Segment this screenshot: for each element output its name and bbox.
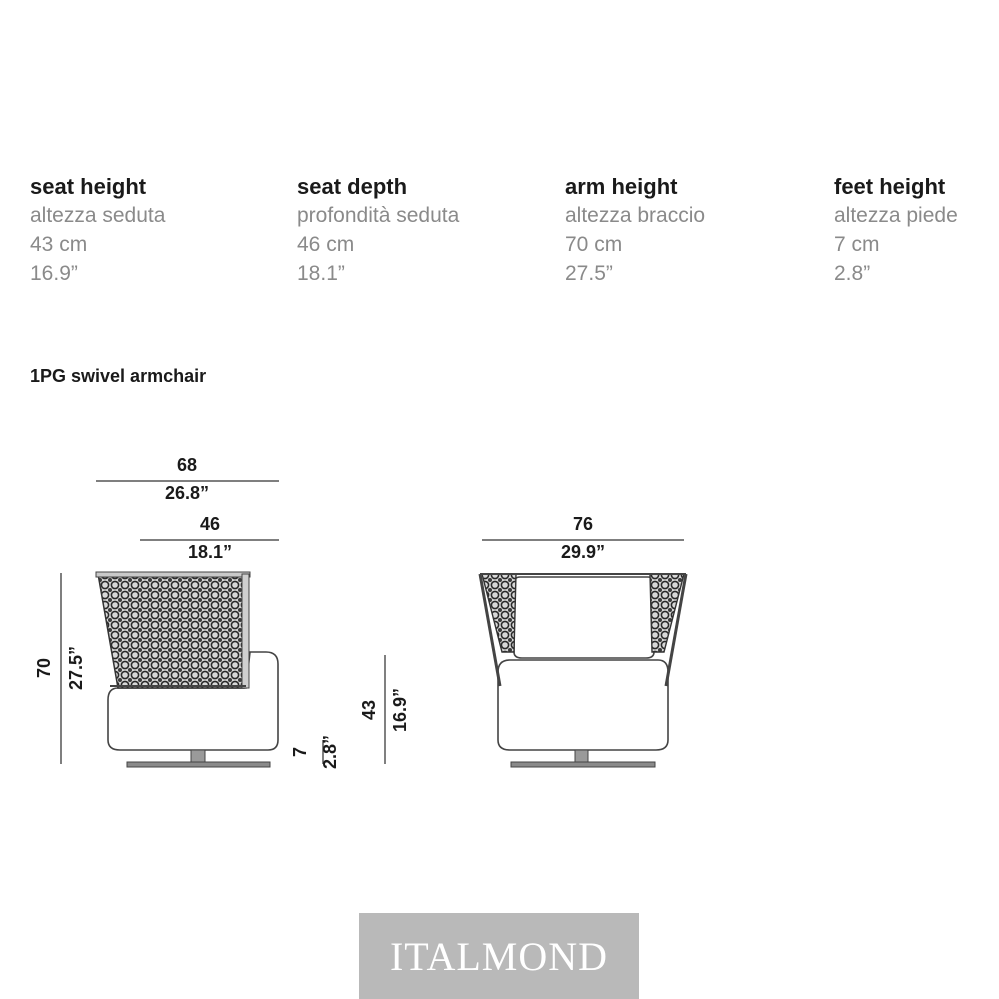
spec-label-it: altezza braccio — [565, 204, 706, 227]
spec-value-in: 27.5” — [565, 262, 613, 285]
spec-label-it: profondità seduta — [297, 204, 460, 227]
side-frame-post — [241, 573, 250, 689]
front-swivel-stem — [574, 749, 589, 763]
brand-logo: ITALMOND — [359, 913, 639, 999]
side-depth-cm: 68 — [177, 455, 197, 475]
side-height-in: 27.5” — [66, 646, 86, 690]
spec-value-in: 18.1” — [297, 262, 345, 285]
spec-label-it: altezza piede — [834, 204, 958, 227]
side-feet-cm: 7 — [290, 747, 310, 757]
front-width-in: 29.9” — [561, 542, 605, 562]
front-view: 43 16.9” 76 29.9” — [359, 514, 688, 768]
spec-value-in: 2.8” — [834, 262, 871, 285]
side-height-cm: 70 — [34, 658, 54, 678]
front-width-cm: 76 — [573, 514, 593, 534]
spec-label-en: arm height — [565, 174, 678, 199]
spec-label-en: seat height — [30, 174, 147, 199]
front-back-cushion — [513, 576, 655, 659]
side-seat-depth-in: 18.1” — [188, 542, 232, 562]
spec-label-en: feet height — [834, 174, 946, 199]
front-left-leg — [478, 573, 502, 687]
spec-seat-depth: seat depth profondità seduta 46 cm 18.1” — [297, 172, 557, 288]
spec-label-en: seat depth — [297, 174, 408, 199]
spec-value-cm: 46 cm — [297, 233, 355, 256]
spec-label-it: altezza seduta — [30, 204, 166, 227]
spec-value-cm: 43 cm — [30, 233, 88, 256]
product-title: 1PG swivel armchair — [30, 366, 207, 386]
side-depth-in: 26.8” — [165, 483, 209, 503]
side-feet-in: 2.8” — [320, 735, 340, 769]
side-view: 68 26.8” 46 18.1” 70 27.5” 7 2.8” — [34, 455, 340, 769]
front-right-leg — [664, 573, 688, 687]
front-base-plate — [510, 761, 656, 768]
spec-value-cm: 7 cm — [834, 233, 880, 256]
side-seat-depth-cm: 46 — [200, 514, 220, 534]
spec-value-in: 16.9” — [30, 262, 78, 285]
side-frame-top — [95, 571, 251, 578]
side-seat-cushion — [107, 651, 279, 751]
spec-feet-height: feet height altezza piede 7 cm 2.8” — [834, 172, 994, 288]
side-base-plate — [126, 761, 271, 768]
front-seat-height-in: 16.9” — [390, 688, 410, 732]
spec-arm-height: arm height altezza braccio 70 cm 27.5” — [565, 172, 825, 288]
front-seat-cushion — [497, 659, 669, 751]
front-seat-height-cm: 43 — [359, 700, 379, 720]
side-backrest-weave — [97, 573, 249, 689]
spec-value-cm: 70 cm — [565, 233, 623, 256]
spec-seat-height: seat height altezza seduta 43 cm 16.9” — [30, 172, 290, 288]
side-swivel-stem — [190, 749, 206, 763]
